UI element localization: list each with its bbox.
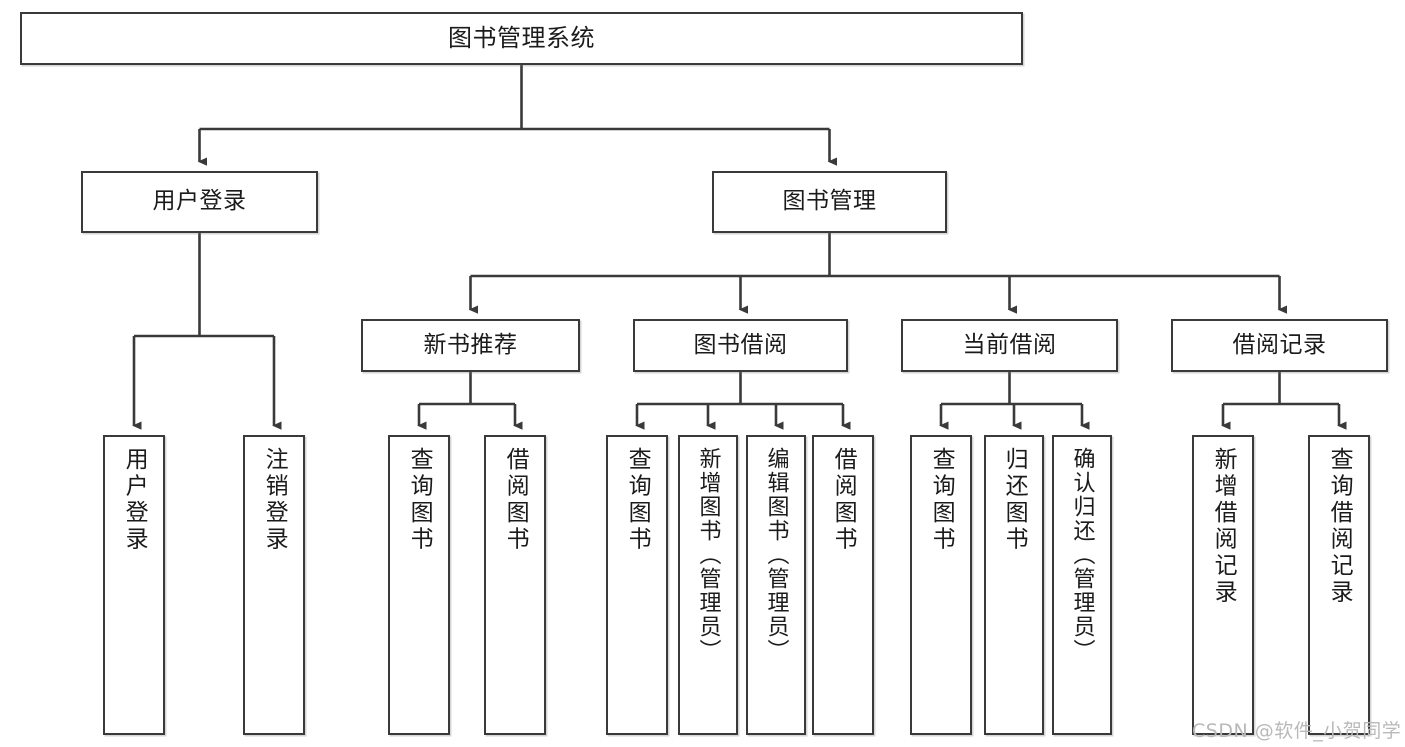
csdn-watermark: CSDN @软件_小贺同学 xyxy=(1192,720,1402,742)
leaf-node-edit-book-admin[interactable]: 编辑图书（管理员） xyxy=(746,435,806,735)
node-label: 编辑图书（管理员） xyxy=(763,447,789,663)
node-user-login[interactable]: 用户登录 xyxy=(81,171,318,233)
node-root-system[interactable]: 图书管理系统 xyxy=(20,12,1023,65)
node-label: 当前借阅 xyxy=(962,331,1057,358)
leaf-node-add-book-admin[interactable]: 新增图书（管理员） xyxy=(678,435,738,735)
node-label: 新增图书（管理员） xyxy=(695,447,721,663)
leaf-node-return-book[interactable]: 归还图书 xyxy=(984,435,1044,735)
node-label: 图书管理 xyxy=(782,188,877,215)
node-label: 查询借阅记录 xyxy=(1326,447,1353,606)
leaf-node-borrow-book[interactable]: 借阅图书 xyxy=(812,435,874,735)
leaf-node-query-book-current[interactable]: 查询图书 xyxy=(910,435,972,735)
node-label: 图书借阅 xyxy=(693,331,788,358)
node-new-book-recommend[interactable]: 新书推荐 xyxy=(361,319,580,372)
node-label: 查询图书 xyxy=(624,447,651,553)
node-label: 图书管理系统 xyxy=(448,24,595,53)
node-current-borrow[interactable]: 当前借阅 xyxy=(901,319,1118,372)
node-book-manage[interactable]: 图书管理 xyxy=(712,171,947,233)
leaf-node-add-borrow-record[interactable]: 新增借阅记录 xyxy=(1192,435,1254,735)
node-label: 借阅图书 xyxy=(502,447,529,553)
node-label: 查询图书 xyxy=(928,447,955,553)
node-book-borrow[interactable]: 图书借阅 xyxy=(633,319,848,372)
node-label: 借阅图书 xyxy=(830,447,857,553)
leaf-node-confirm-return-admin[interactable]: 确认归还（管理员） xyxy=(1052,435,1112,735)
leaf-node-user-login[interactable]: 用户登录 xyxy=(103,435,165,735)
node-label: 查询图书 xyxy=(406,447,433,553)
node-label: 归还图书 xyxy=(1001,447,1028,553)
leaf-node-borrow-book-recommend[interactable]: 借阅图书 xyxy=(484,435,546,735)
node-label: 新增借阅记录 xyxy=(1210,447,1237,606)
node-label: 新书推荐 xyxy=(423,331,518,358)
node-label: 用户登录 xyxy=(152,188,247,215)
leaf-node-query-book-recommend[interactable]: 查询图书 xyxy=(388,435,450,735)
node-borrow-record[interactable]: 借阅记录 xyxy=(1171,319,1388,372)
leaf-node-user-logout[interactable]: 注销登录 xyxy=(243,435,305,735)
node-label: 注销登录 xyxy=(261,447,288,553)
node-label: 用户登录 xyxy=(121,447,148,553)
node-label: 借阅记录 xyxy=(1232,331,1327,358)
leaf-node-query-borrow-record[interactable]: 查询借阅记录 xyxy=(1308,435,1370,735)
leaf-node-query-book-borrow[interactable]: 查询图书 xyxy=(606,435,668,735)
node-label: 确认归还（管理员） xyxy=(1069,447,1095,663)
